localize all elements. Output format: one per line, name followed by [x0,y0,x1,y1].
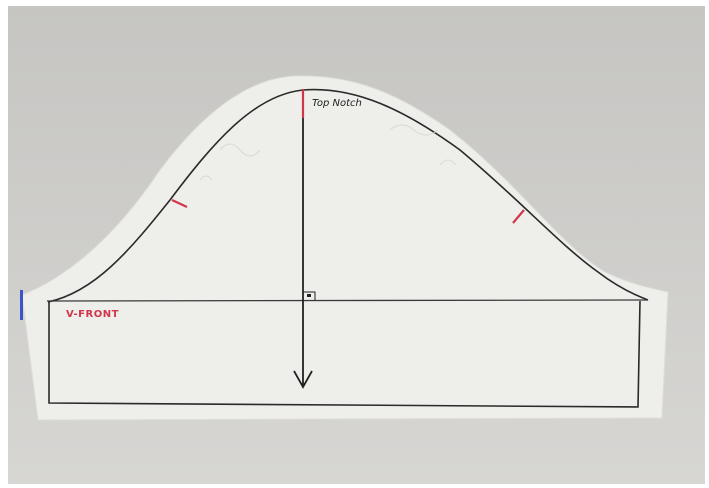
blue-tape-mark [20,290,23,320]
pattern-rectangle-outline [48,300,641,408]
right-angle-marker [303,291,316,300]
grainline-arrowhead [293,370,313,389]
front-label: V-FRONT [66,309,119,320]
top-notch-label: Top Notch [312,98,362,109]
faint-pencil-marks [199,124,457,181]
bicep-line [46,299,649,302]
paper-cutout [21,75,669,421]
front-notch-mark [171,199,188,208]
cap-curve-line [47,88,649,303]
back-notch-mark [512,209,525,224]
